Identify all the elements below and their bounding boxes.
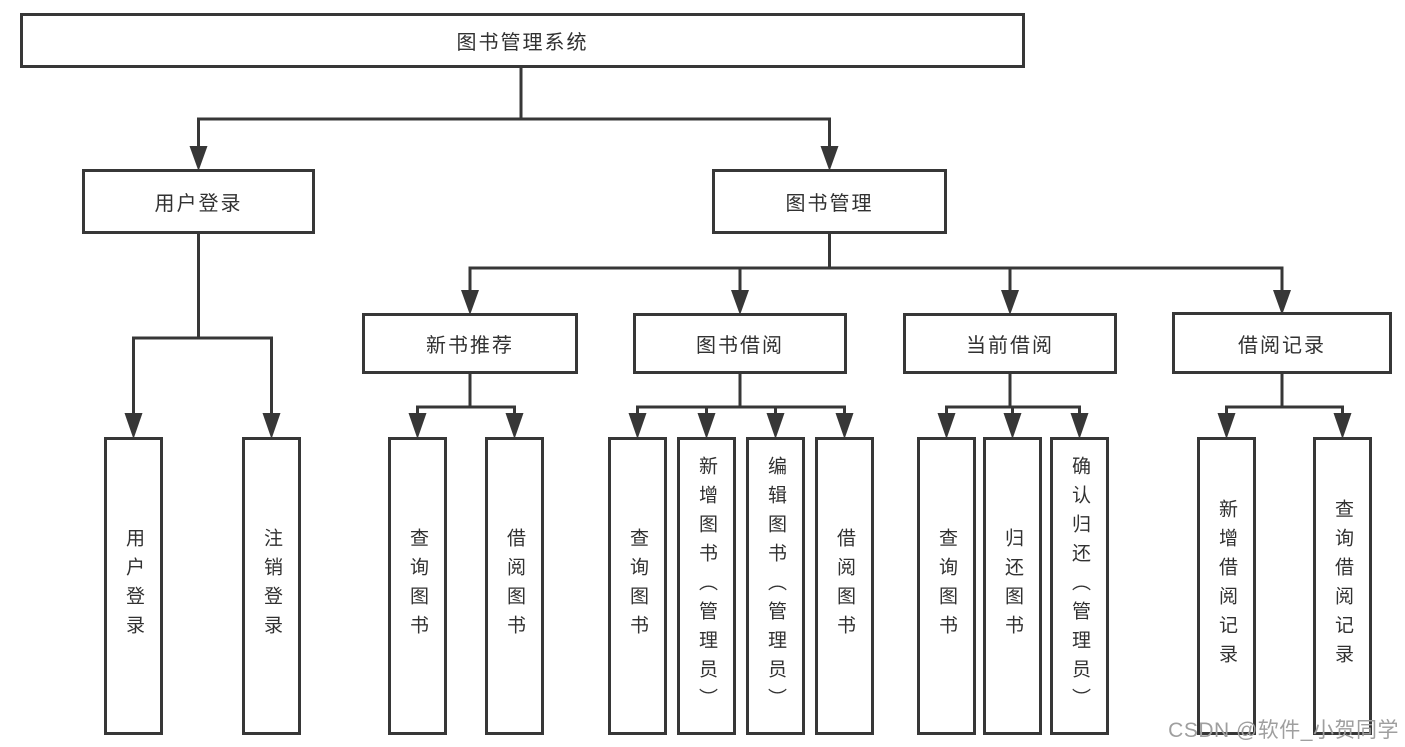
node-user-login: 用户登录 xyxy=(82,169,315,234)
leaf-query-book-borrow-label: 查询图书 xyxy=(627,528,648,644)
node-current-borrow: 当前借阅 xyxy=(903,313,1117,374)
edge-userlogin-to-leaves xyxy=(132,234,273,415)
node-new-book-recommend: 新书推荐 xyxy=(362,313,578,374)
csdn-watermark: CSDN @软件_小贺同学 xyxy=(1168,719,1399,742)
leaf-query-book-borrow: 查询图书 xyxy=(608,437,667,735)
node-book-management: 图书管理 xyxy=(712,169,947,234)
leaf-edit-book-admin-label: 编辑图书（管理员） xyxy=(765,455,786,717)
arrowhead-icon xyxy=(124,413,143,439)
leaf-borrow-book: 借阅图书 xyxy=(815,437,874,735)
arrowhead-icon xyxy=(1333,413,1352,439)
edge-borrowrecord-to-leaves xyxy=(1225,374,1344,415)
edge-bookmgmt-to-level3 xyxy=(468,234,1284,292)
leaf-return-book-label: 归还图书 xyxy=(1002,528,1023,644)
arrowhead-icon xyxy=(731,290,749,315)
leaf-confirm-return-admin-label: 确认归还（管理员） xyxy=(1069,455,1090,717)
arrowhead-icon xyxy=(1003,413,1022,439)
edge-bookborrow-to-leaves xyxy=(636,374,846,415)
edge-currentborrow-to-leaves xyxy=(945,374,1081,415)
leaf-add-book-admin: 新增图书（管理员） xyxy=(677,437,736,735)
node-borrow-record: 借阅记录 xyxy=(1172,312,1392,374)
node-root-system: 图书管理系统 xyxy=(20,13,1025,68)
arrowheads xyxy=(124,146,1352,439)
leaf-query-book-recommend: 查询图书 xyxy=(388,437,447,735)
edge-root-to-level2 xyxy=(197,68,831,148)
arrowhead-icon xyxy=(262,413,281,439)
node-book-borrow: 图书借阅 xyxy=(633,313,847,374)
arrowhead-icon xyxy=(766,413,785,439)
arrowhead-icon xyxy=(1001,290,1019,315)
leaf-logout: 注销登录 xyxy=(242,437,301,735)
leaf-add-borrow-record-label: 新增借阅记录 xyxy=(1216,499,1237,673)
leaf-borrow-book-label: 借阅图书 xyxy=(834,528,855,644)
edge-newbook-to-leaves xyxy=(416,374,516,415)
node-new-book-recommend-label: 新书推荐 xyxy=(426,335,514,357)
leaf-query-borrow-record: 查询借阅记录 xyxy=(1313,437,1372,735)
arrowhead-icon xyxy=(835,413,854,439)
connector-lines xyxy=(132,68,1344,415)
node-borrow-record-label: 借阅记录 xyxy=(1238,334,1326,357)
leaf-edit-book-admin: 编辑图书（管理员） xyxy=(746,437,805,735)
leaf-query-book-current: 查询图书 xyxy=(917,437,976,735)
arrowhead-icon xyxy=(937,413,956,439)
leaf-query-book-current-label: 查询图书 xyxy=(936,528,957,644)
leaf-query-book-recommend-label: 查询图书 xyxy=(407,528,428,644)
leaf-add-borrow-record: 新增借阅记录 xyxy=(1197,437,1256,735)
node-current-borrow-label: 当前借阅 xyxy=(966,335,1054,357)
arrowhead-icon xyxy=(189,146,208,171)
arrowhead-icon xyxy=(1273,290,1291,315)
node-book-management-label: 图书管理 xyxy=(785,193,874,215)
arrowhead-icon xyxy=(408,413,427,439)
arrowhead-icon xyxy=(461,290,479,315)
leaf-query-borrow-record-label: 查询借阅记录 xyxy=(1332,499,1353,673)
node-user-login-label: 用户登录 xyxy=(154,193,243,215)
leaf-return-book: 归还图书 xyxy=(983,437,1042,735)
arrowhead-icon xyxy=(505,413,524,439)
leaf-logout-label: 注销登录 xyxy=(261,528,282,644)
arrowhead-icon xyxy=(1070,413,1089,439)
node-root-system-label: 图书管理系统 xyxy=(456,32,589,54)
leaf-borrow-book-recommend: 借阅图书 xyxy=(485,437,544,735)
leaf-user-login: 用户登录 xyxy=(104,437,163,735)
arrowhead-icon xyxy=(1217,413,1236,439)
leaf-borrow-book-recommend-label: 借阅图书 xyxy=(504,528,525,644)
leaf-add-book-admin-label: 新增图书（管理员） xyxy=(696,455,717,717)
leaf-confirm-return-admin: 确认归还（管理员） xyxy=(1050,437,1109,735)
arrowhead-icon xyxy=(820,146,839,171)
leaf-user-login-label: 用户登录 xyxy=(123,528,144,644)
arrowhead-icon xyxy=(697,413,716,439)
arrowhead-icon xyxy=(628,413,647,439)
node-book-borrow-label: 图书借阅 xyxy=(696,335,784,357)
